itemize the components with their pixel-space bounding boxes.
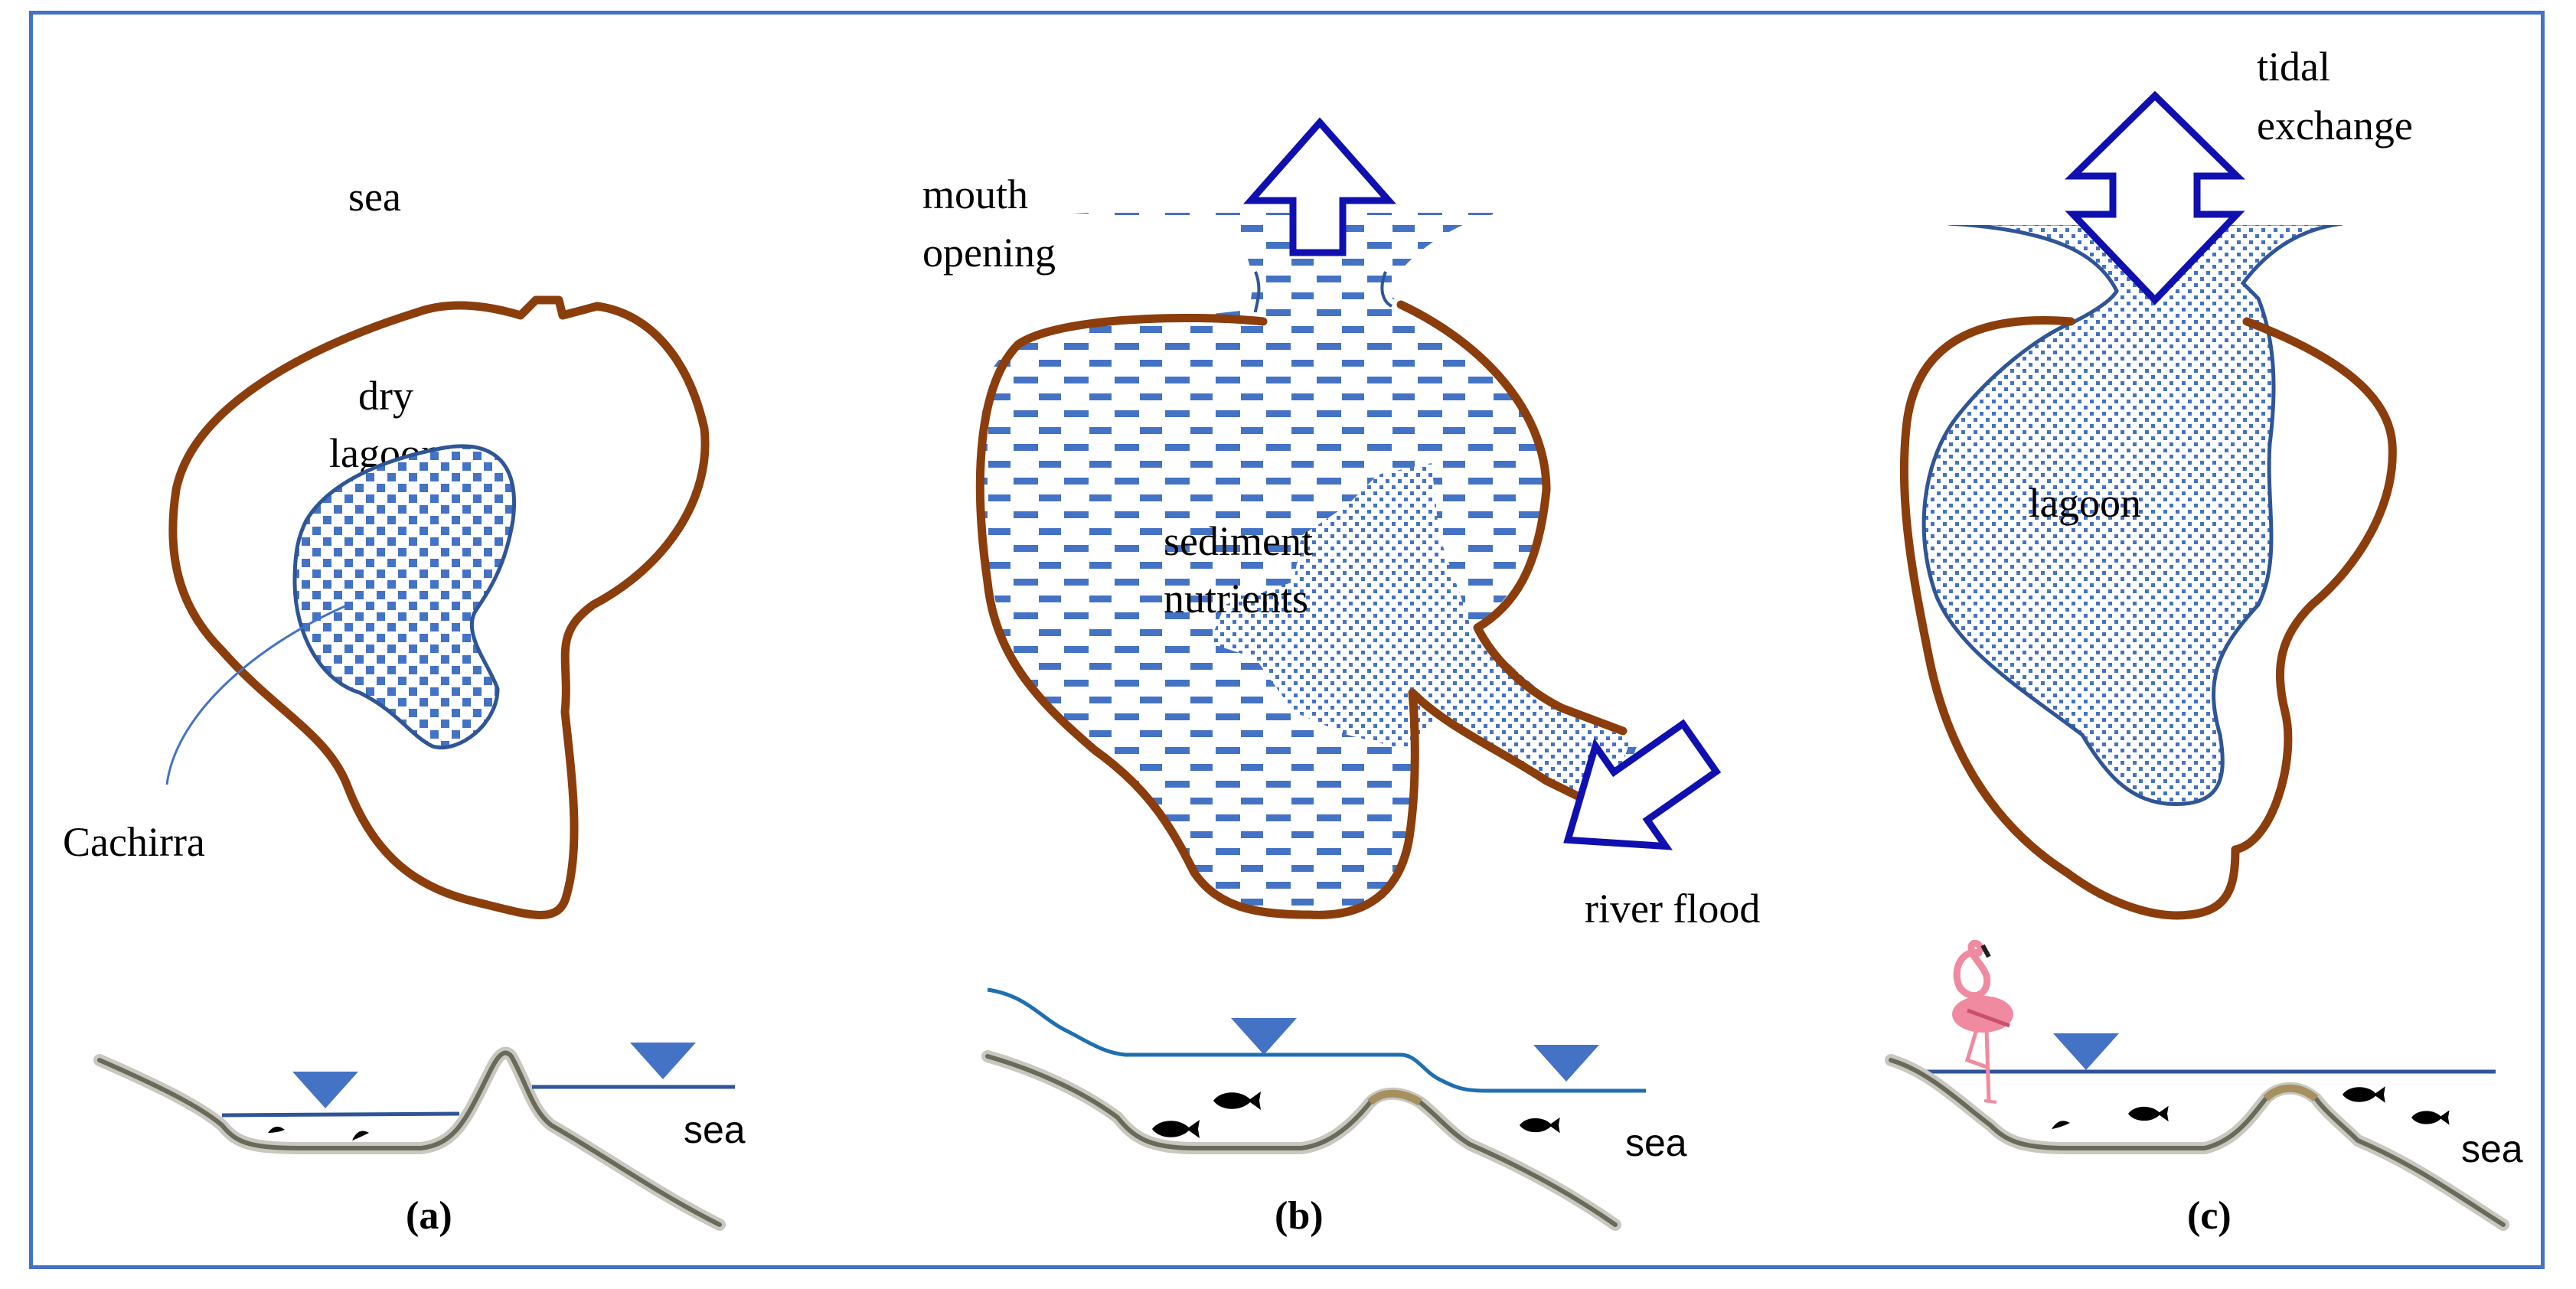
panel-b-shoreline-east <box>1396 300 1628 736</box>
panel-a-shoreline <box>168 295 710 919</box>
panel-a-dry-lagoon-water <box>292 444 516 749</box>
panel-a-cross-section: sea <box>93 1043 746 1231</box>
panel-b-sediment-label-1: sediment <box>1164 518 1313 564</box>
panel-a-pointer-line <box>165 603 349 785</box>
panel-b-caption: (b) <box>1275 1194 1324 1238</box>
panel-c-lagoon-label: lagoon <box>2029 480 2141 526</box>
panel-a: sea dry lagoon Cachirra sea (a) <box>63 174 746 1238</box>
panel-b-sediment-label-2: nutrients <box>1164 576 1308 622</box>
fish-icon <box>1520 1117 1560 1134</box>
panel-a-lagoon-label-1: dry <box>358 373 413 419</box>
panel-c: tidal exchange lagoon sea <box>1885 44 2523 1238</box>
water-level-triangle-icon <box>2053 1033 2119 1070</box>
panel-c-section-sea-label: sea <box>2461 1127 2523 1170</box>
double-arrow-icon <box>2064 90 2246 305</box>
water-level-triangle-icon <box>1231 1018 1297 1055</box>
panel-a-section-sea-label: sea <box>684 1108 746 1151</box>
panel-b-shoreline <box>975 313 1593 919</box>
panel-b-river-label: river flood <box>1585 886 1760 932</box>
panel-a-caption: (a) <box>406 1194 452 1238</box>
panel-c-cross-section: sea <box>1885 939 2523 1231</box>
figure-frame <box>29 11 2545 1269</box>
water-level-triangle-icon <box>292 1072 358 1108</box>
river-inflow-arrow-icon <box>1563 719 1722 850</box>
fish-icon <box>1213 1092 1261 1110</box>
panel-a-pointer-label: Cachirra <box>63 819 205 865</box>
fish-icon <box>268 1126 285 1133</box>
panel-c-tidal-label-2: exchange <box>2257 103 2413 148</box>
panel-c-shoreline-east <box>2231 317 2397 854</box>
outflow-arrow-icon <box>1243 117 1396 256</box>
fish-icon <box>2343 1086 2385 1103</box>
fish-icon <box>2128 1105 2169 1122</box>
panel-c-tidal-label-1: tidal <box>2257 44 2330 90</box>
panel-c-shoreline-west <box>1899 316 2240 920</box>
water-level-triangle-icon <box>630 1043 696 1079</box>
fish-icon <box>2411 1110 2450 1125</box>
panel-c-caption: (c) <box>2187 1194 2232 1238</box>
panel-b-cross-section: sea <box>981 987 1687 1231</box>
water-level-triangle-icon <box>1533 1045 1599 1082</box>
panel-b-section-sea-label: sea <box>1625 1121 1687 1164</box>
flamingo-icon <box>1952 939 2013 1104</box>
panel-a-sea-label: sea <box>348 174 401 220</box>
panel-b-mouth-label-1: mouth <box>922 171 1028 217</box>
fish-icon <box>352 1131 369 1141</box>
panel-b-mouth-label-2: opening <box>922 230 1056 276</box>
fish-icon <box>1152 1120 1200 1138</box>
panel-b: mouth opening sediment nutrients river f… <box>922 117 1760 1238</box>
fish-icon <box>2052 1121 2070 1129</box>
panel-b-sediment-plume <box>1210 463 1631 800</box>
